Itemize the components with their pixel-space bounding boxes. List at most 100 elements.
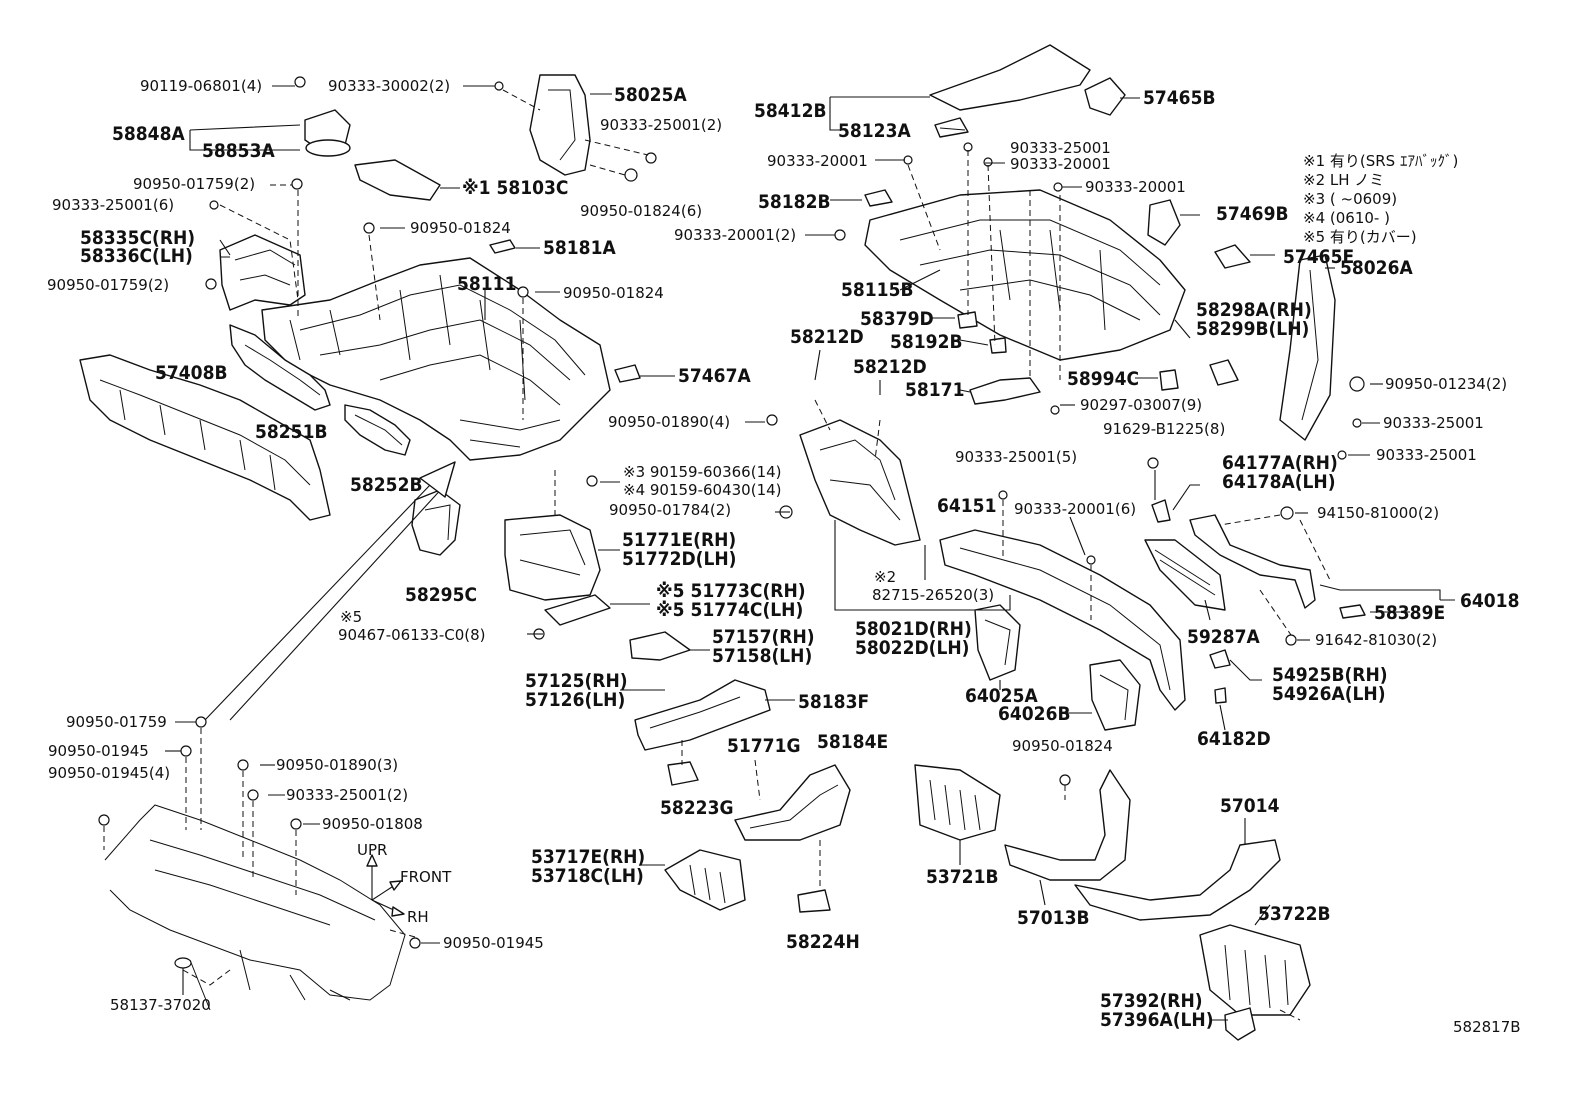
label-58252B[interactable]: 58252B <box>350 474 423 496</box>
label-90333-25001c[interactable]: 90333-25001 <box>1010 139 1111 157</box>
part-58182B[interactable] <box>864 189 893 207</box>
part-57408B[interactable] <box>79 354 331 521</box>
label-90333-25001-2b[interactable]: 90333-25001(2) <box>286 786 408 804</box>
label-64018[interactable]: 64018 <box>1460 590 1519 612</box>
label-90333-25001d[interactable]: 90333-25001 <box>1383 414 1484 432</box>
label-58181A[interactable]: 58181A <box>543 237 616 259</box>
label-51772D[interactable]: 51772D(LH) <box>622 548 736 570</box>
label-90333-25001e[interactable]: 90333-25001 <box>1376 446 1477 464</box>
part-58171[interactable] <box>969 377 1041 405</box>
part-54925B[interactable] <box>1209 649 1231 669</box>
part-59287A[interactable] <box>1144 539 1226 611</box>
part-57014[interactable] <box>1074 839 1281 921</box>
part-57465B[interactable] <box>1084 77 1126 116</box>
label-57126[interactable]: 57126(LH) <box>525 689 625 711</box>
label-57467A[interactable]: 57467A <box>678 365 751 387</box>
label-90950-01890-3[interactable]: 90950-01890(3) <box>276 756 398 774</box>
label-90119-06801[interactable]: 90119-06801(4) <box>140 77 262 95</box>
label-90950-01945b[interactable]: 90950-01945 <box>443 934 544 952</box>
part-58295C[interactable] <box>411 489 461 556</box>
label-58223G[interactable]: 58223G <box>660 797 734 819</box>
label-53718C[interactable]: 53718C(LH) <box>531 865 644 887</box>
label-58295C[interactable]: 58295C <box>405 584 477 606</box>
label-58026A[interactable]: 58026A <box>1340 257 1413 279</box>
label-64151[interactable]: 64151 <box>937 495 996 517</box>
label-57408B[interactable]: 57408B <box>155 362 228 384</box>
label-90950-01824c[interactable]: 90950-01824 <box>1012 737 1113 755</box>
part-64151[interactable] <box>939 529 1186 711</box>
part-58379D[interactable] <box>957 311 978 329</box>
part-58223G[interactable] <box>667 761 699 786</box>
label-90950-01824-6[interactable]: 90950-01824(6) <box>580 202 702 220</box>
part-57392[interactable] <box>1224 1007 1256 1041</box>
label-90333-20001b[interactable]: 90333-20001 <box>1010 155 1111 173</box>
part-58192B[interactable] <box>989 337 1007 354</box>
label-90333-20001-2[interactable]: 90333-20001(2) <box>674 226 796 244</box>
label-90467-06133[interactable]: 90467-06133-C0(8) <box>338 626 486 644</box>
part-58389E[interactable] <box>1339 604 1366 619</box>
label-90950-01945a[interactable]: 90950-01945 <box>48 742 149 760</box>
label-58335C[interactable]: 58335C(RH) <box>80 227 195 249</box>
part-58412B[interactable] <box>929 44 1091 111</box>
label-57014[interactable]: 57014 <box>1220 795 1280 817</box>
part-58137-37020[interactable] <box>174 957 192 969</box>
label-58853A[interactable]: 58853A <box>202 140 275 162</box>
label-64177A[interactable]: 64177A(RH) <box>1222 452 1338 474</box>
part-58123A[interactable] <box>934 117 969 138</box>
part-58026A[interactable] <box>1279 254 1336 441</box>
label-58389E[interactable]: 58389E <box>1374 602 1445 624</box>
label-82715-26520[interactable]: 82715-26520(3) <box>872 586 994 604</box>
part-58224H[interactable] <box>797 889 831 913</box>
part-64177A[interactable] <box>1151 499 1171 523</box>
part-58298A[interactable] <box>1209 359 1239 386</box>
part-58251B[interactable] <box>229 324 331 411</box>
label-58123A[interactable]: 58123A <box>838 120 911 142</box>
label-58298A[interactable]: 58298A(RH) <box>1196 299 1312 321</box>
label-90333-20001a[interactable]: 90333-20001 <box>767 152 868 170</box>
label-58111[interactable]: 58111 <box>457 273 516 295</box>
label-90950-01890-4[interactable]: 90950-01890(4) <box>608 413 730 431</box>
part-57469B[interactable] <box>1147 199 1181 246</box>
part-64025A[interactable] <box>974 604 1021 681</box>
part-51771E[interactable] <box>504 514 601 601</box>
label-90333-30002[interactable]: 90333-30002(2) <box>328 77 450 95</box>
label-91629-B1225[interactable]: 91629-B1225(8) <box>1103 420 1225 438</box>
label-51771E[interactable]: 51771E(RH) <box>622 529 736 551</box>
label-54926A[interactable]: 54926A(LH) <box>1272 683 1386 705</box>
part-58994C[interactable] <box>1159 369 1179 391</box>
part-58184E[interactable] <box>734 764 851 841</box>
part-53722B[interactable] <box>1199 924 1311 1016</box>
label-58025A[interactable]: 58025A <box>614 84 687 106</box>
label-90333-20001-6[interactable]: 90333-20001(6) <box>1014 500 1136 518</box>
label-90297-03007[interactable]: 90297-03007(9) <box>1080 396 1202 414</box>
label-58184E[interactable]: 58184E <box>817 731 888 753</box>
label-59287A[interactable]: 59287A <box>1187 626 1260 648</box>
label-90333-25001-2a[interactable]: 90333-25001(2) <box>600 116 722 134</box>
label-57013B[interactable]: 57013B <box>1017 907 1090 929</box>
part-64018[interactable] <box>1189 514 1316 609</box>
part-57013B[interactable] <box>1004 769 1131 881</box>
label-53717E[interactable]: 53717E(RH) <box>531 846 645 868</box>
part-58335C[interactable] <box>219 234 306 311</box>
part-58181A[interactable] <box>489 239 516 254</box>
label-91642-81030[interactable]: 91642-81030(2) <box>1315 631 1437 649</box>
label-58412B[interactable]: 58412B <box>754 100 827 122</box>
label-90950-01784[interactable]: 90950-01784(2) <box>609 501 731 519</box>
label-57465E[interactable]: 57465E <box>1283 246 1354 268</box>
label-58212D-a[interactable]: 58212D <box>790 326 864 348</box>
label-51774C[interactable]: ※5 51774C(LH) <box>656 599 803 621</box>
label-57125[interactable]: 57125(RH) <box>525 670 628 692</box>
part-58252B[interactable] <box>344 404 411 456</box>
label-58022D[interactable]: 58022D(LH) <box>855 637 969 659</box>
label-54925B[interactable]: 54925B(RH) <box>1272 664 1388 686</box>
label-57469B[interactable]: 57469B <box>1216 203 1289 225</box>
label-94150-81000[interactable]: 94150-81000(2) <box>1317 504 1439 522</box>
label-64178A[interactable]: 64178A(LH) <box>1222 471 1336 493</box>
label-57396A[interactable]: 57396A(LH) <box>1100 1009 1214 1031</box>
label-90950-01824a[interactable]: 90950-01824 <box>410 219 511 237</box>
label-58192B[interactable]: 58192B <box>890 331 963 353</box>
part-53717E[interactable] <box>664 849 746 911</box>
part-51773C[interactable] <box>544 594 611 626</box>
label-90333-20001c[interactable]: 90333-20001 <box>1085 178 1186 196</box>
label-58379D[interactable]: 58379D <box>860 308 934 330</box>
